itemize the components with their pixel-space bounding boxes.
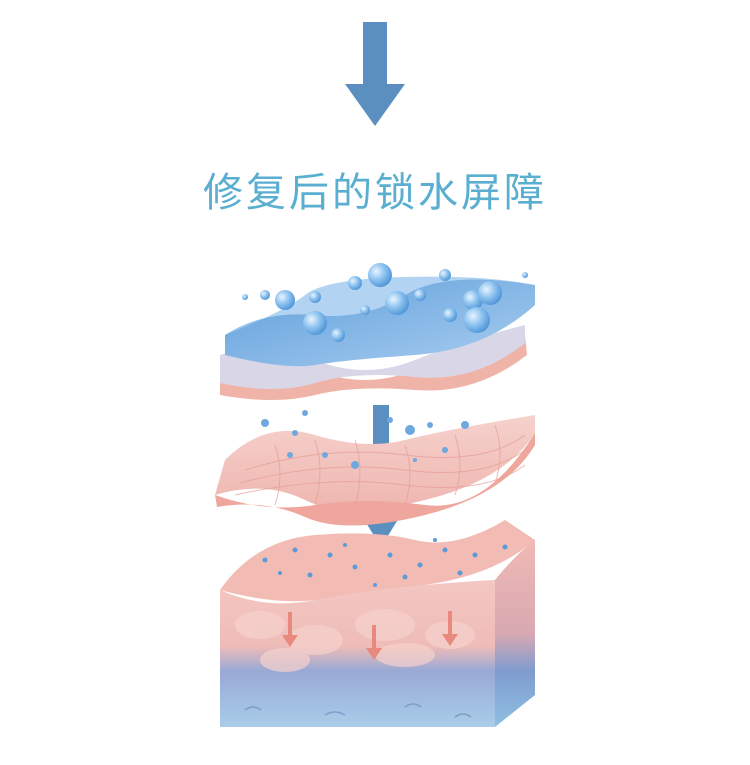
droplets <box>261 410 469 469</box>
skin-barrier-illustration <box>215 263 535 727</box>
middle-mesh-layer <box>215 415 535 526</box>
skin-block <box>220 520 535 727</box>
down-arrow-icon <box>345 22 405 126</box>
top-barrier-layer <box>220 276 535 400</box>
page-title: 修复后的锁水屏障 <box>203 170 547 216</box>
water-bubbles <box>242 263 528 342</box>
